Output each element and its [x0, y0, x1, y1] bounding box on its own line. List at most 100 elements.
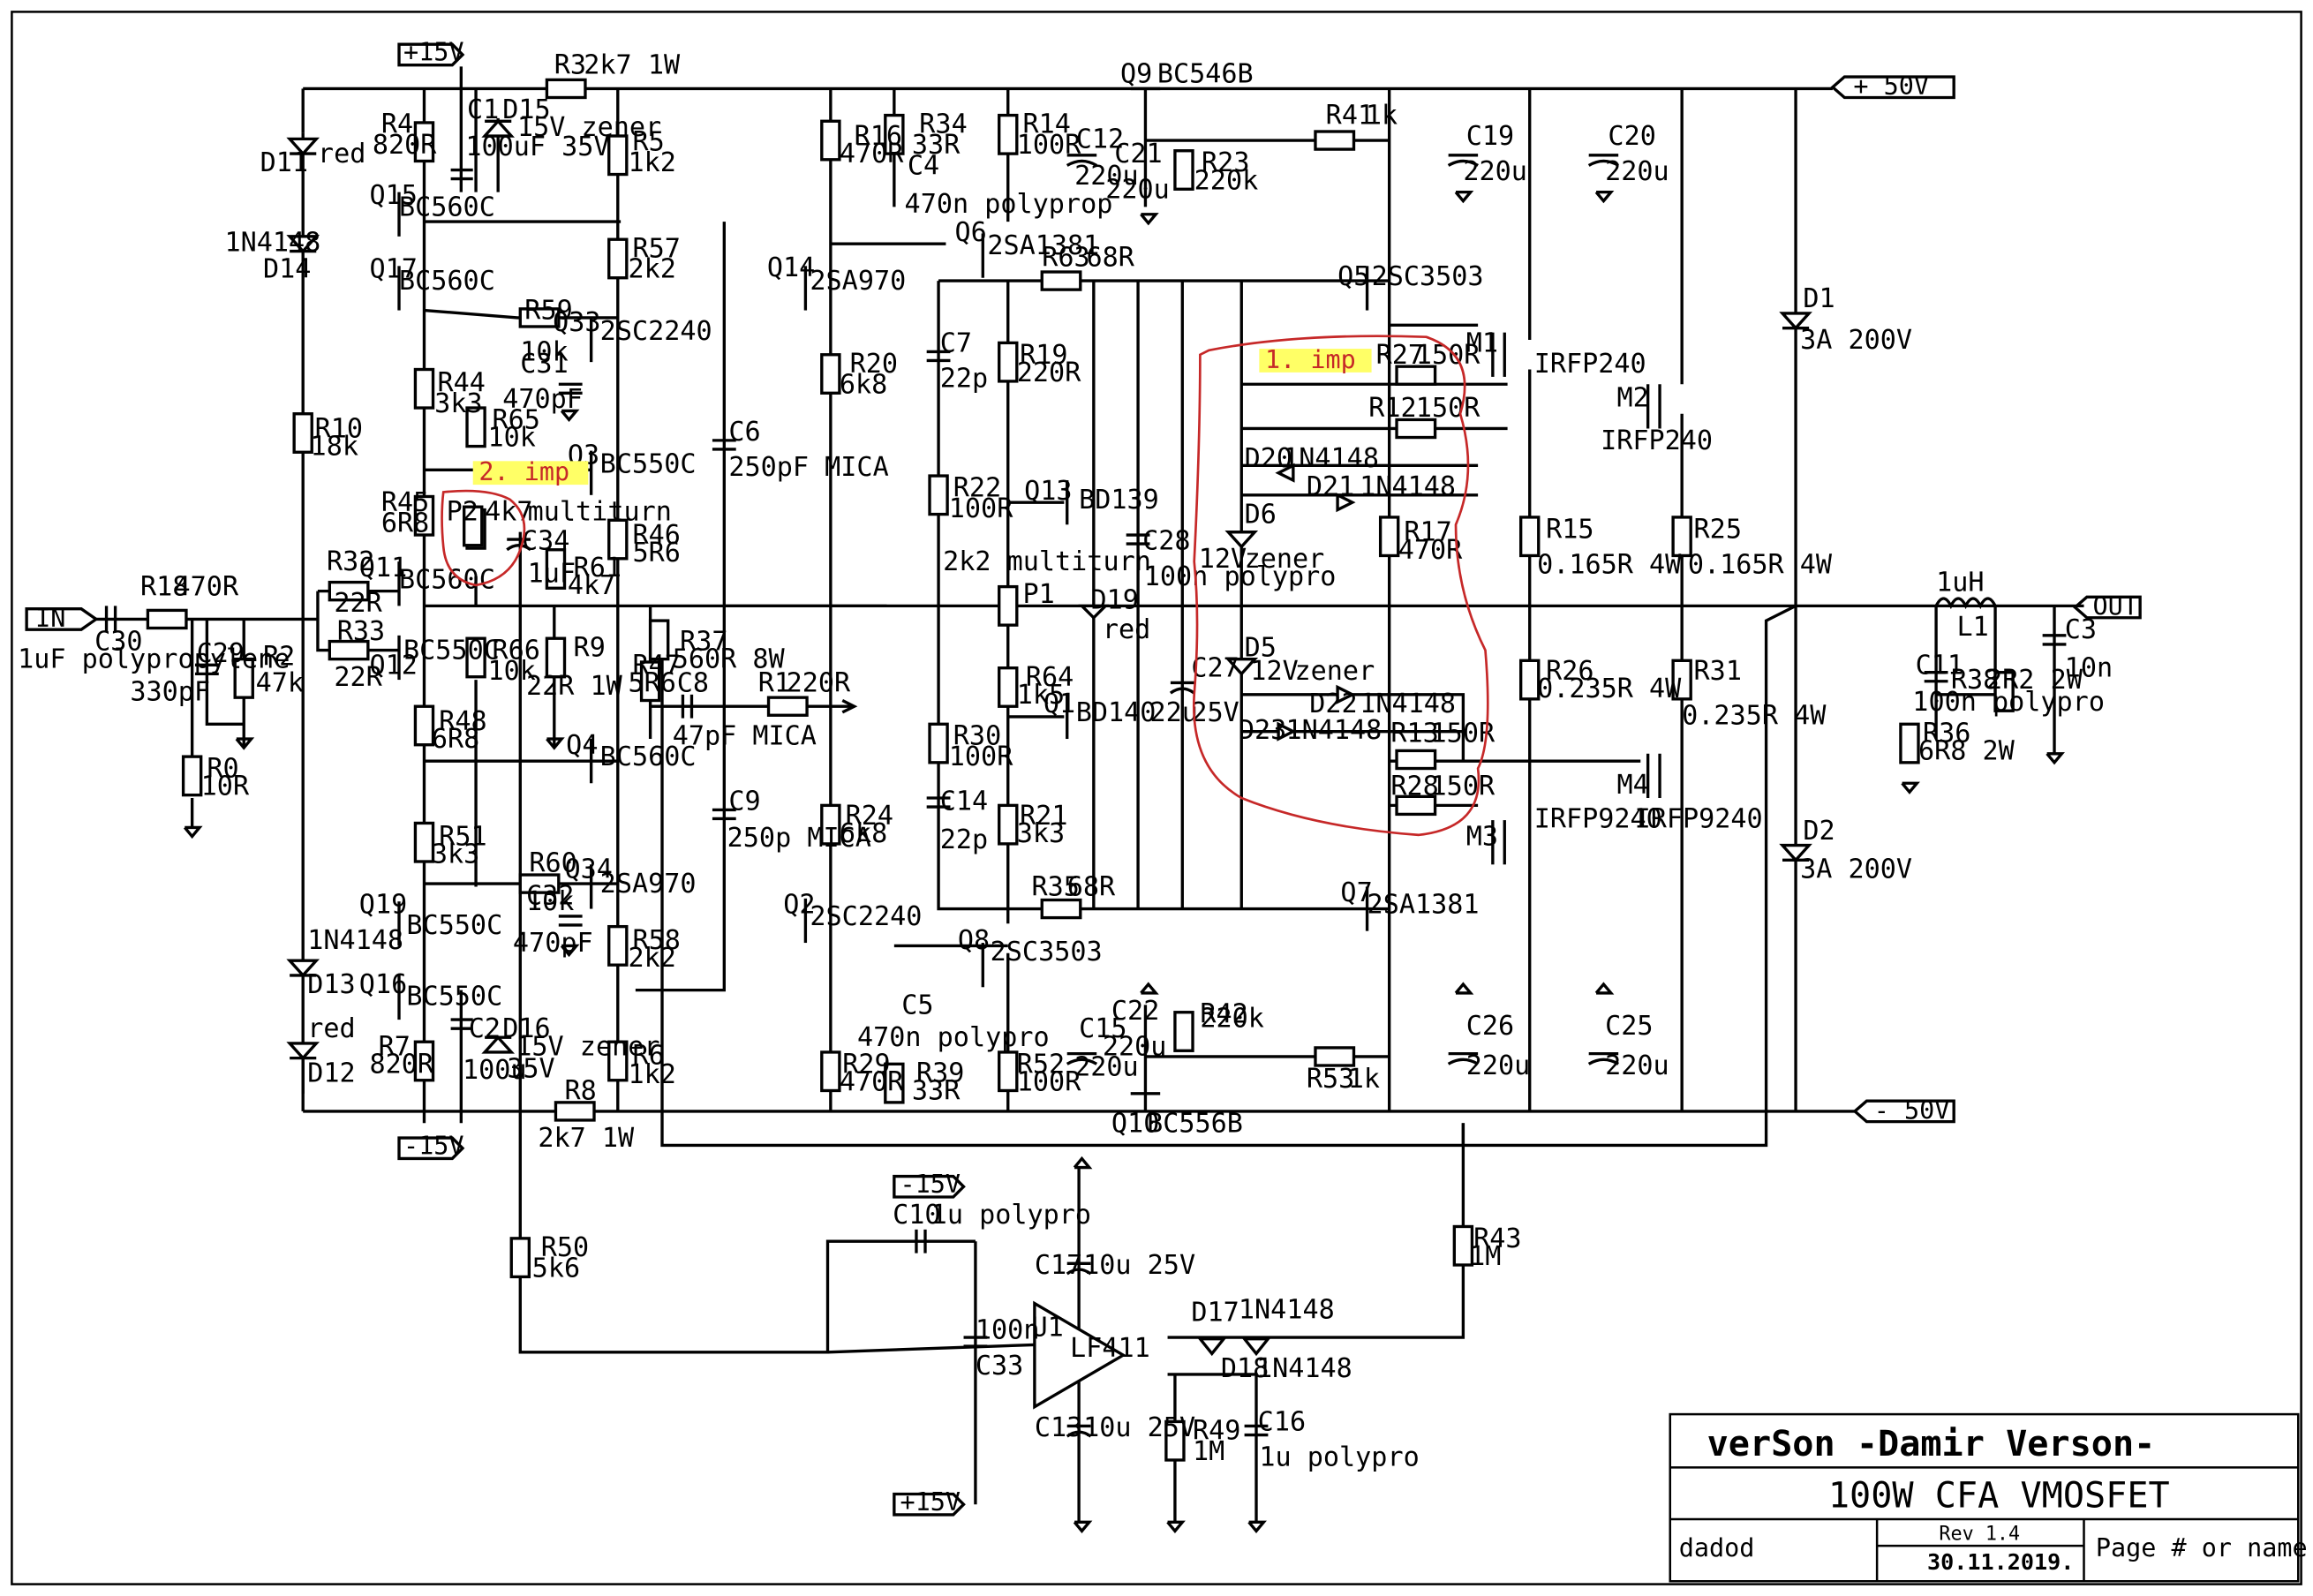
component-label: R8: [565, 1076, 597, 1107]
component-label: 250pF MICA: [728, 452, 888, 483]
annotation-imp2-text: 2. imp: [478, 457, 569, 486]
component-label: 1k2: [629, 1059, 676, 1090]
component-label: red: [1103, 614, 1150, 645]
component-label: Q8: [958, 925, 990, 956]
component-label: R39: [916, 1058, 964, 1088]
component-label: R17: [1404, 517, 1451, 548]
symbols: [104, 87, 2067, 1533]
component-label: zener: [1245, 544, 1325, 575]
component-label: 18k: [311, 432, 358, 463]
component-label: 150R: [1416, 340, 1480, 371]
port-plus15-top-label: +15V: [403, 38, 463, 67]
component-label: 2k7 1W: [584, 50, 681, 81]
component-label: C7: [940, 327, 972, 358]
component-label: 100R: [949, 742, 1013, 772]
component-label: R0: [207, 754, 238, 785]
component-label: M4: [1616, 770, 1648, 801]
component-label: 220u: [1605, 156, 1669, 187]
component-label: 1N4148: [1360, 471, 1456, 502]
port-plus50-label: + 50V: [1853, 72, 1929, 101]
port-minus50-label: - 50V: [1874, 1095, 1950, 1125]
component-label: C34: [522, 526, 569, 557]
component-label: Q1: [1043, 689, 1075, 719]
component-label: BC546B: [1157, 59, 1254, 90]
title-block-date: 30.11.2019.: [1927, 1549, 2074, 1575]
component-label: 100n: [976, 1315, 1040, 1346]
component-label: Q13: [1024, 476, 1072, 507]
component-label: 220u: [1466, 1050, 1531, 1081]
component-label: D17: [1191, 1298, 1239, 1329]
title-block: verSon -Damir Verson- 100W CFA VMOSFET d…: [1669, 1412, 2308, 1583]
component-label: C16: [1258, 1407, 1306, 1438]
component-label: BC550C: [403, 636, 500, 666]
component-label: 1N4148: [1239, 1294, 1335, 1325]
component-label: 1N4148: [224, 228, 320, 259]
component-label: 10k: [487, 656, 535, 687]
component-label: 1N4148: [1360, 689, 1456, 719]
component-label: 820R: [370, 1049, 434, 1080]
title-block-revision: Rev 1.4: [1939, 1523, 2020, 1545]
component-label: 2SA970: [810, 266, 906, 297]
component-label: 100R: [1017, 130, 1081, 161]
component-label: R5: [633, 127, 665, 158]
component-label: R50: [541, 1232, 589, 1263]
component-label: R32: [327, 546, 374, 577]
component-label: 150R: [1431, 772, 1496, 802]
component-label: IRFP9240: [1635, 803, 1763, 834]
component-label: R14: [1022, 109, 1070, 140]
component-label: 22R: [334, 662, 382, 693]
component-label: R33: [337, 616, 385, 647]
component-label: 15V zener: [516, 1031, 659, 1062]
component-label: C25: [1605, 1011, 1653, 1042]
component-label: 22u: [1149, 697, 1197, 728]
component-label: 5R6: [633, 538, 681, 568]
component-label: 3A 200V: [1800, 854, 1912, 885]
component-label: 100u: [463, 1055, 527, 1086]
component-label: D14: [263, 254, 311, 285]
component-label: 1N4148: [1285, 715, 1382, 746]
component-label: R16: [855, 121, 902, 152]
component-label: 1k2: [629, 147, 676, 178]
component-label: C12: [1076, 124, 1124, 154]
component-label: 2SC3503: [991, 937, 1103, 967]
component-label: C1: [467, 94, 499, 125]
port-out: OUT: [2072, 591, 2142, 621]
component-label: 2k2 multiturn: [943, 546, 1151, 577]
component-label: R51: [439, 822, 486, 853]
component-label: BC550C: [406, 981, 502, 1012]
component-label: R66: [492, 636, 539, 666]
component-label: D11: [260, 147, 308, 178]
component-label: 2k7 1W: [538, 1123, 635, 1154]
component-label: 2SC3503: [1372, 261, 1484, 292]
component-label: R10: [315, 414, 363, 445]
component-label: 3k3: [1017, 818, 1065, 849]
component-label: C20: [1608, 121, 1655, 152]
component-label: 100R: [1017, 1066, 1081, 1097]
component-label: 6k8: [840, 818, 887, 849]
component-label: 15V zener: [517, 112, 661, 143]
component-label: 4k7: [568, 570, 615, 601]
component-label: 220k: [1194, 165, 1259, 196]
component-label: 470n polyprop: [905, 189, 1113, 220]
component-label: 470R: [840, 1066, 904, 1097]
component-label: C2: [469, 1013, 501, 1044]
component-label: R21: [1020, 801, 1067, 832]
wires: [95, 88, 2084, 1523]
component-label: 330pF: [130, 677, 210, 708]
component-label: 10k: [520, 336, 568, 367]
component-label: L1: [1957, 612, 1989, 643]
component-label: D5: [1245, 632, 1277, 663]
component-label: zener: [1295, 656, 1375, 687]
component-label: 470R: [1398, 535, 1463, 566]
component-label: R3: [554, 50, 586, 81]
component-label: IRFP240: [1601, 425, 1713, 456]
component-label: 22R: [334, 588, 382, 619]
component-label: 0.235R 4W: [1537, 674, 1682, 704]
component-label: Q2: [783, 890, 815, 921]
component-label: R65: [492, 404, 539, 435]
title-block-author: dadod: [1679, 1533, 1755, 1562]
component-label: R42: [1200, 998, 1247, 1029]
component-label: 220R: [1017, 358, 1081, 388]
component-label: 220u: [1074, 1052, 1139, 1083]
